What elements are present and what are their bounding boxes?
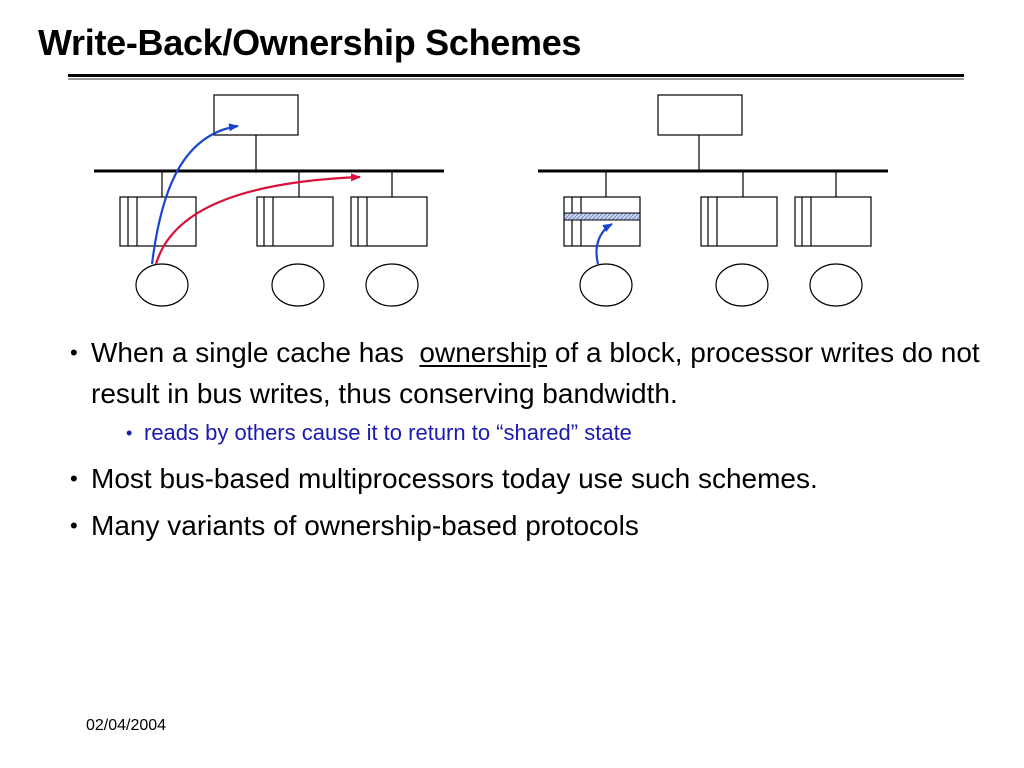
cache-box bbox=[256, 196, 334, 247]
left-node-3 bbox=[350, 171, 428, 307]
bullet-marker: • bbox=[70, 340, 78, 365]
arrow-to-memory bbox=[150, 123, 239, 265]
processor-circle bbox=[365, 263, 419, 307]
arrow-to-cache bbox=[154, 173, 361, 265]
arrow-local-write bbox=[595, 223, 613, 265]
slide-title: Write-Back/Ownership Schemes bbox=[38, 22, 582, 63]
title-underline bbox=[68, 74, 964, 77]
cache-box bbox=[350, 196, 428, 247]
right-node-3 bbox=[794, 171, 872, 307]
right-node-1 bbox=[563, 171, 641, 307]
processor-circle bbox=[715, 263, 769, 307]
sub-bullet-text: reads by others cause it to return to “s… bbox=[144, 420, 632, 445]
cache-box bbox=[119, 196, 197, 247]
processor-circle bbox=[809, 263, 863, 307]
bullet-marker: • bbox=[70, 513, 78, 538]
processor-circle bbox=[271, 263, 325, 307]
bullet-multiprocessors: • Most bus-based multiprocessors today u… bbox=[70, 458, 990, 499]
ownership-term: ownership bbox=[419, 337, 548, 368]
left-node-1 bbox=[119, 171, 197, 307]
cache-box bbox=[700, 196, 778, 247]
bullet-variants: • Many variants of ownership-based proto… bbox=[70, 505, 990, 546]
sub-bullet-shared-state: • reads by others cause it to return to … bbox=[126, 418, 990, 448]
owned-block bbox=[563, 212, 641, 221]
title-underline-shadow bbox=[68, 78, 964, 80]
bullet-list: • When a single cache has ownership of a… bbox=[70, 332, 990, 552]
processor-circle bbox=[135, 263, 189, 307]
right-node-2 bbox=[700, 171, 778, 307]
sub-bullet-marker: • bbox=[126, 423, 133, 443]
bullet-ownership: • When a single cache has ownership of a… bbox=[70, 332, 990, 414]
bullet-text-before: When a single cache has bbox=[91, 337, 404, 368]
bullet-marker: • bbox=[70, 466, 78, 491]
right-memory-box bbox=[657, 94, 743, 136]
bullet-text: Most bus-based multiprocessors today use… bbox=[91, 463, 818, 494]
right-diagram bbox=[538, 94, 888, 307]
footer-date: 02/04/2004 bbox=[86, 717, 167, 734]
processor-circle bbox=[579, 263, 633, 307]
left-node-2 bbox=[256, 171, 334, 307]
left-diagram bbox=[94, 94, 444, 307]
bullet-text-after: of a block, processor writes do not resu… bbox=[91, 337, 980, 409]
bus-diagrams bbox=[94, 94, 888, 307]
bullet-text: Many variants of ownership-based protoco… bbox=[91, 510, 639, 541]
cache-box bbox=[563, 196, 641, 247]
cache-box bbox=[794, 196, 872, 247]
